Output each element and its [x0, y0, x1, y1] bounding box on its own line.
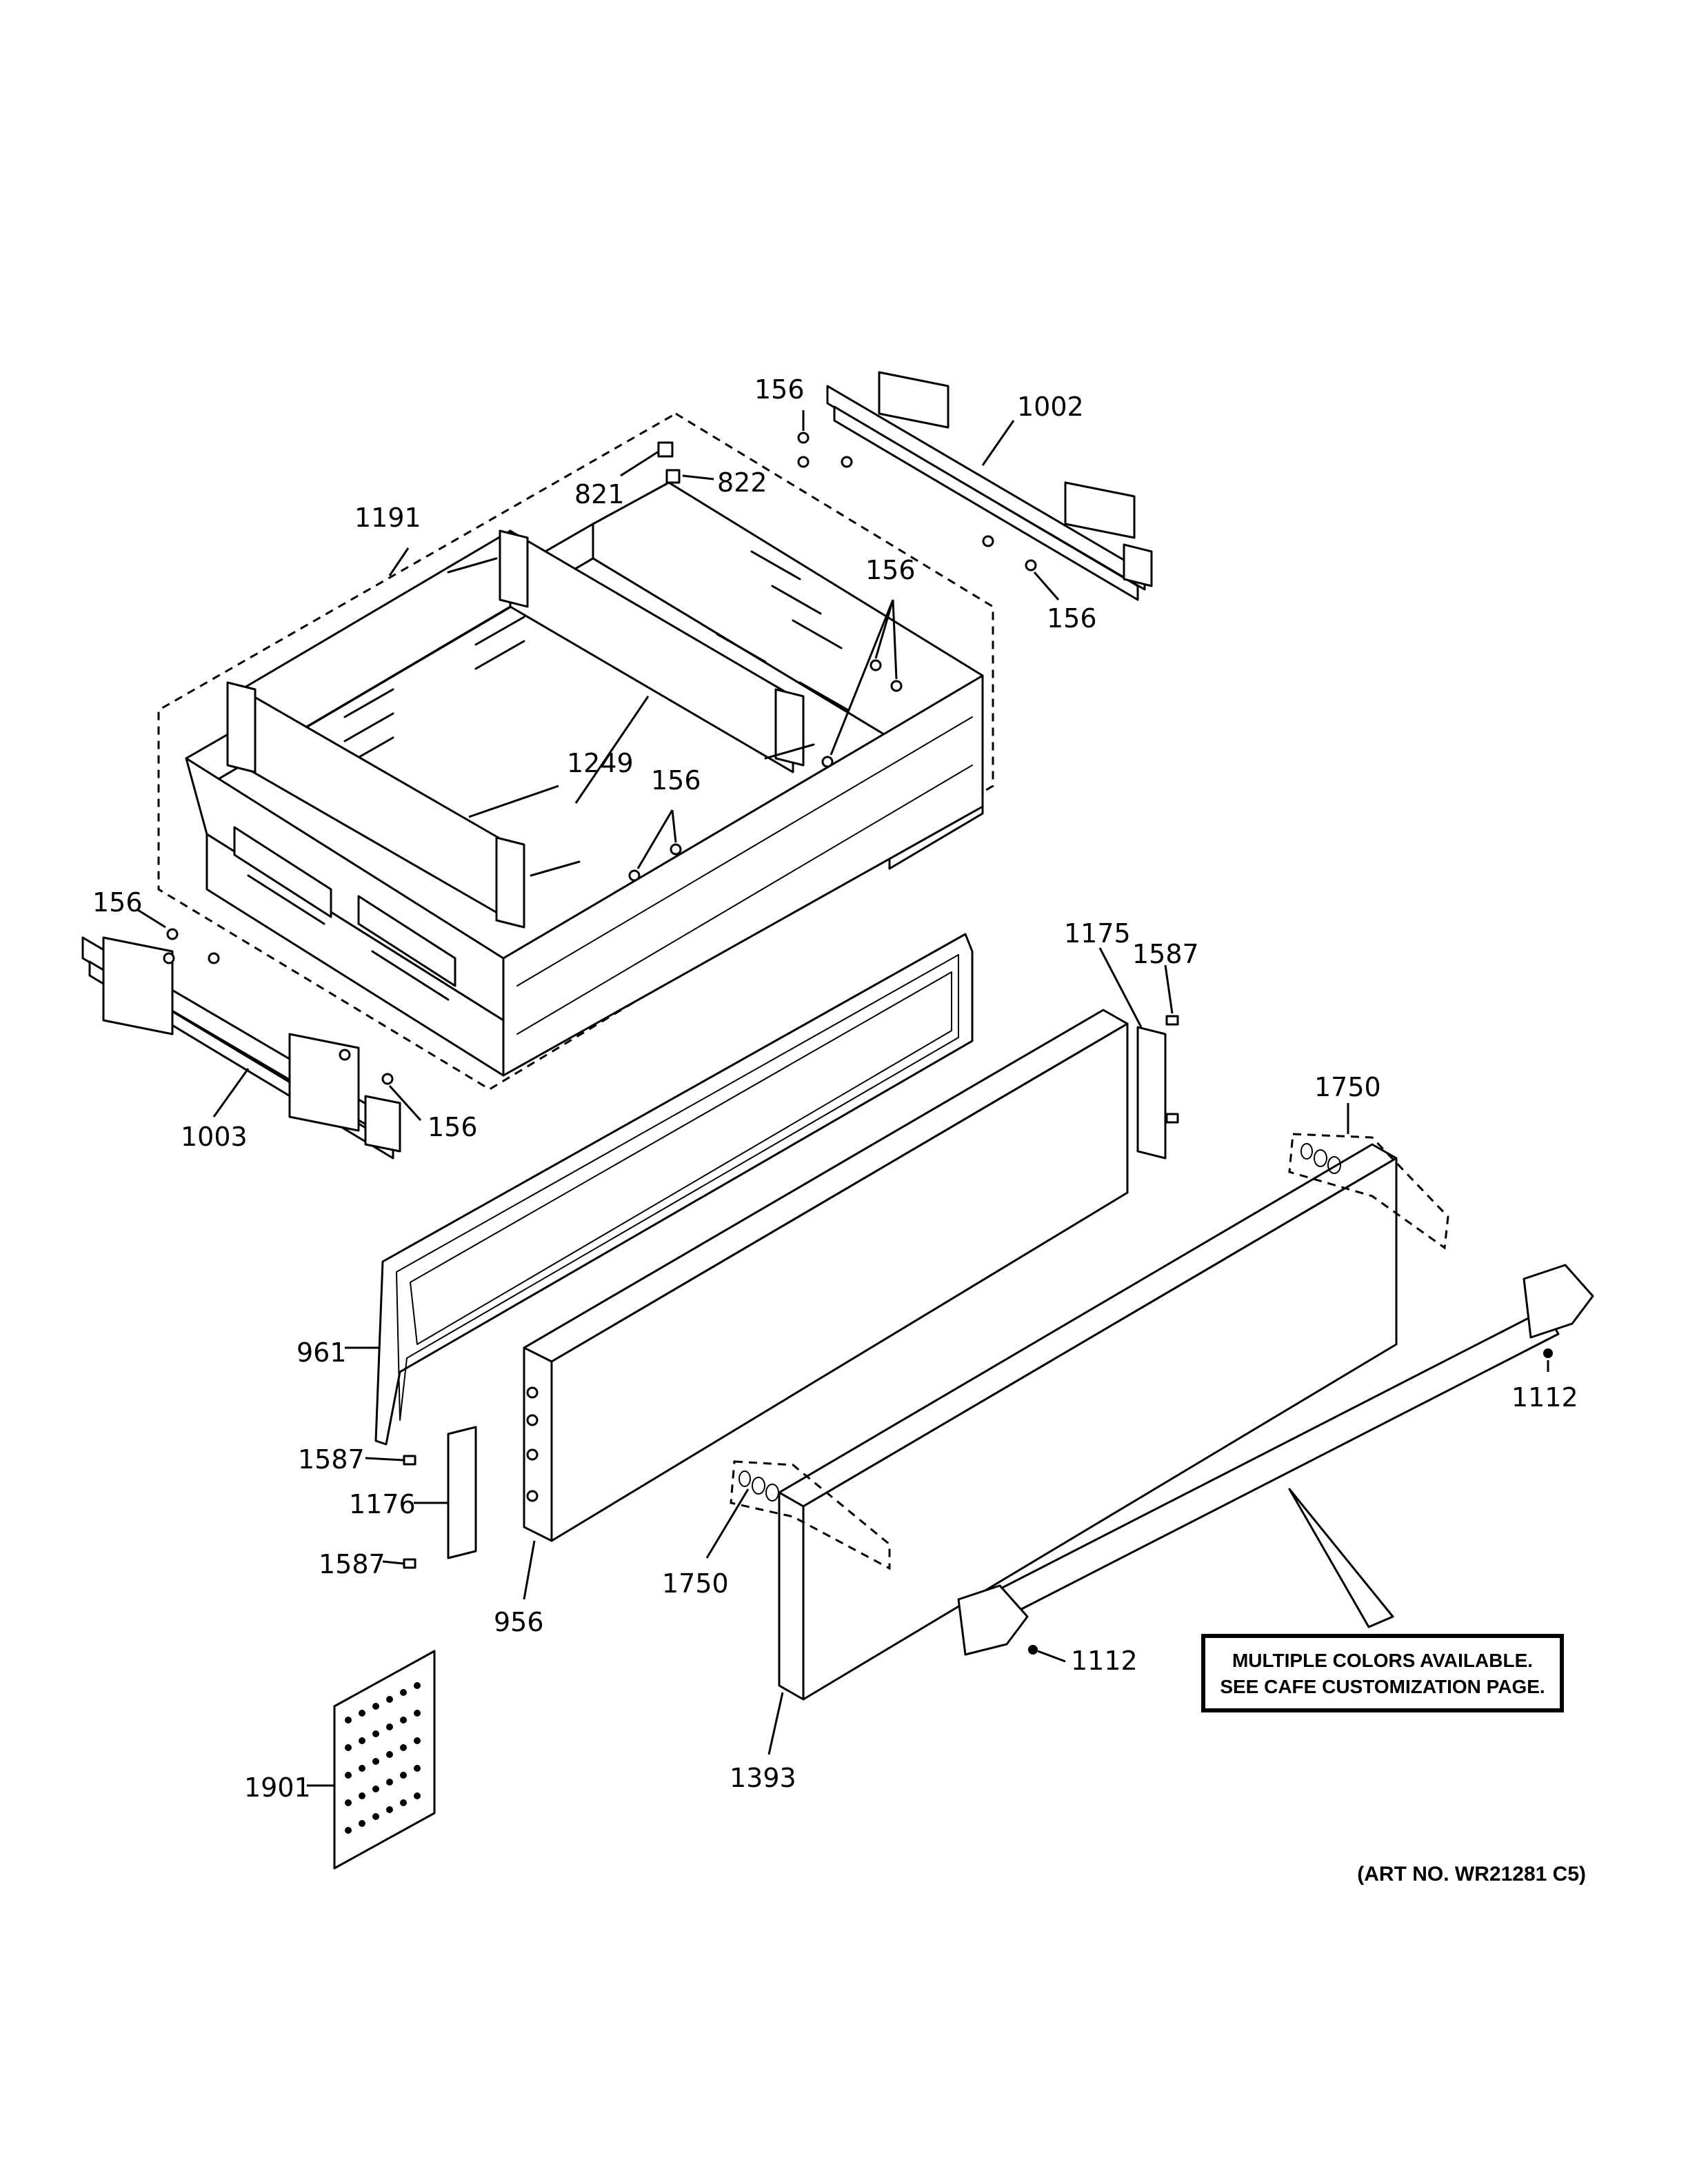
slide-bracket — [1064, 481, 1136, 539]
callout-1587: 1587 — [319, 1549, 385, 1579]
leader-lines — [137, 410, 1549, 1787]
divider-end-cap — [226, 681, 257, 774]
divider-panel — [226, 529, 815, 929]
set-screw-1112 — [1028, 1645, 1038, 1655]
basket-side-edge — [516, 716, 973, 987]
callout-822: 822 — [717, 467, 767, 498]
divider-end-cap — [495, 836, 525, 929]
note-line-2: SEE CAFE CUSTOMIZATION PAGE. — [1220, 1676, 1545, 1697]
slide-bracket — [878, 371, 950, 429]
callout-156: 156 — [651, 765, 701, 796]
outer-panel-side — [778, 1491, 805, 1701]
bracket-1175 — [1136, 1026, 1167, 1160]
divider-pin — [447, 557, 498, 574]
slide-end-clip — [364, 1095, 401, 1153]
drawer-slide-right — [826, 371, 1153, 601]
callout-1002: 1002 — [1017, 392, 1084, 422]
inner-door-panel — [523, 1009, 1129, 1542]
callout-1112: 1112 — [1511, 1382, 1578, 1413]
divider-end-cap — [499, 529, 529, 608]
note-box — [1201, 1634, 1564, 1712]
screw-card — [333, 1650, 436, 1870]
screw-kit-grid — [345, 1682, 421, 1834]
clip-821 — [657, 441, 674, 458]
slide-bracket — [288, 1033, 360, 1132]
slide-bracket — [102, 936, 174, 1035]
clip-822 — [665, 469, 681, 484]
screw-kit-card — [333, 1650, 436, 1870]
callout-156: 156 — [92, 887, 143, 918]
callout-821: 821 — [574, 479, 625, 509]
art-number: (ART NO. WR21281 C5) — [1357, 1863, 1586, 1885]
slide-end-clip — [1123, 543, 1153, 587]
basket-right-side — [502, 674, 984, 1077]
basket-side-edge — [516, 765, 973, 1035]
callout-156: 156 — [428, 1112, 478, 1142]
callout-956: 956 — [494, 1607, 544, 1637]
callout-156: 156 — [865, 555, 916, 585]
callout-156: 156 — [1047, 603, 1097, 634]
inner-panel-face — [550, 1022, 1129, 1542]
callout-1003: 1003 — [181, 1122, 248, 1152]
callout-1901: 1901 — [244, 1772, 311, 1803]
outer-door-panel — [778, 1143, 1398, 1701]
screw-1587 — [403, 1455, 416, 1466]
note-pointer — [1288, 1488, 1394, 1628]
callout-1750: 1750 — [662, 1568, 729, 1599]
divider-pin — [530, 860, 581, 877]
basket-grips — [233, 826, 456, 987]
divider-end-cap — [774, 688, 805, 767]
inner-panel-side — [523, 1346, 553, 1542]
hinge-brackets — [403, 1015, 1179, 1569]
set-screw-1112 — [1543, 1348, 1553, 1358]
note-line-1: MULTIPLE COLORS AVAILABLE. — [1232, 1650, 1533, 1671]
callout-1176: 1176 — [349, 1489, 416, 1519]
hardware-boundary — [730, 1460, 891, 1570]
callout-1249: 1249 — [567, 748, 634, 778]
callout-1587: 1587 — [298, 1444, 365, 1475]
gasket-inner — [410, 971, 952, 1345]
outer-panel-face — [802, 1157, 1398, 1701]
callout-156: 156 — [754, 374, 805, 405]
clip-parts — [657, 441, 681, 484]
screw-set-156 — [163, 432, 1037, 1085]
customization-note: MULTIPLE COLORS AVAILABLE. SEE CAFE CUST… — [1201, 1634, 1564, 1712]
gasket-frame — [374, 933, 974, 1446]
callout-labels: 156 1002 821 822 1191 156 156 1249 156 1… — [92, 374, 1578, 1803]
slide-rail — [826, 385, 1146, 591]
callout-1175: 1175 — [1064, 918, 1131, 949]
callout-961: 961 — [297, 1337, 347, 1368]
drawer-slide-left — [81, 936, 401, 1160]
callout-1750: 1750 — [1314, 1072, 1381, 1102]
callout-1112: 1112 — [1071, 1646, 1138, 1676]
hardware-boundary — [1288, 1133, 1449, 1250]
callout-1191: 1191 — [354, 503, 421, 533]
slide-rail — [833, 405, 1139, 601]
hardware-group-1750 — [730, 1133, 1449, 1570]
screw-1587 — [1165, 1113, 1179, 1124]
handle-end-cap — [957, 1584, 1029, 1656]
bracket-1176 — [447, 1426, 477, 1559]
gasket-inner — [396, 954, 959, 1421]
door-gasket — [374, 933, 974, 1446]
door-handle — [957, 1264, 1594, 1656]
screw-1587 — [1165, 1015, 1179, 1026]
callout-1393: 1393 — [730, 1763, 796, 1793]
callout-1587: 1587 — [1132, 939, 1199, 969]
handle-end-cap — [1523, 1264, 1594, 1339]
screw-1587 — [403, 1558, 416, 1569]
divider-pin — [764, 743, 815, 760]
